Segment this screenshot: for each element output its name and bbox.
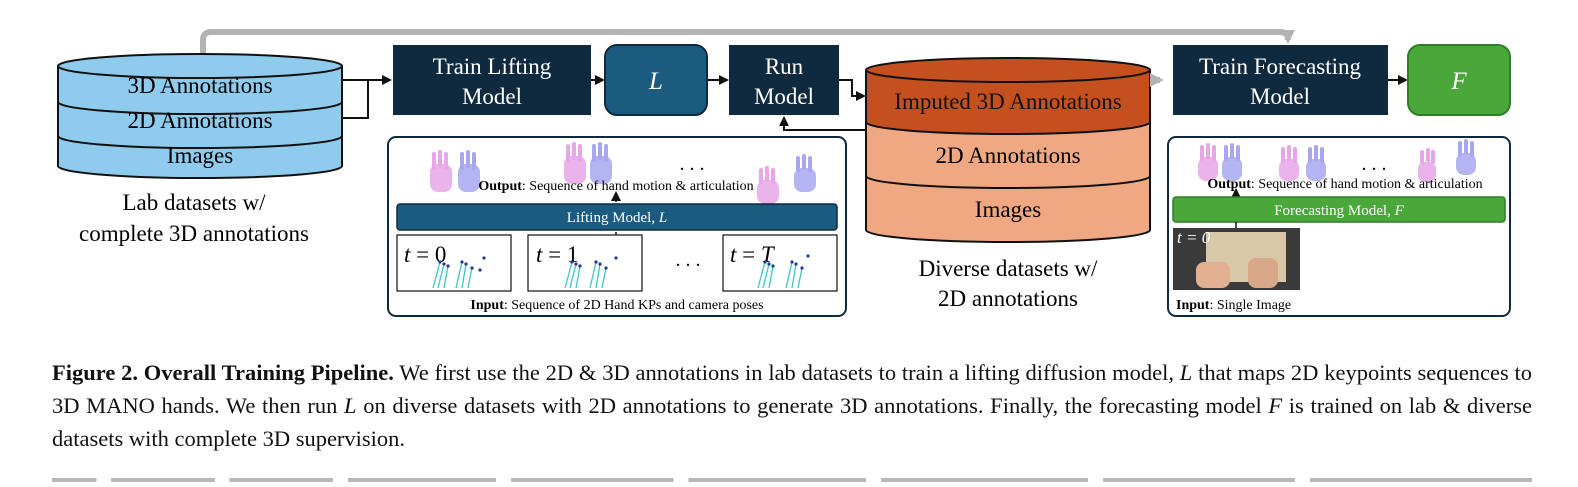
train-lifting-box: Train Lifting Model — [393, 45, 591, 115]
forecasting-frame-label: t = 0 — [1177, 228, 1211, 247]
lab-datasets-cylinder: 3D Annotations 2D Annotations Images — [57, 53, 343, 179]
lifting-model-L: L — [604, 44, 708, 116]
run-model-box: Run Model — [729, 45, 839, 115]
hand-blue-icon — [458, 150, 480, 192]
lab-datasets-caption-2: complete 3D annotations — [79, 221, 309, 246]
diverse-layer-2d: 2D Annotations — [935, 143, 1080, 168]
lab-layer-2d: 2D Annotations — [127, 108, 272, 133]
diverse-layer-images: Images — [975, 197, 1041, 222]
F-symbol: F — [1450, 68, 1467, 95]
lifting-output-dots: . . . — [680, 153, 705, 175]
run-model-line1: Run — [765, 54, 804, 79]
hand-blue-icon — [590, 142, 612, 184]
lab-layer-images: Images — [167, 143, 233, 168]
caption-part-4: is trained on lab & diverse datasets wit… — [52, 393, 1532, 451]
figure-caption: Figure 2. Overall Training Pipeline. We … — [52, 356, 1532, 455]
forecasting-model-bar — [1172, 196, 1506, 223]
forecasting-output-hands — [1198, 139, 1476, 182]
lifting-input-frame: t = T — [722, 234, 838, 292]
hand-blue-icon — [1306, 145, 1326, 181]
lab-2d-to-lifting-arrow — [342, 80, 369, 119]
run-model-line2: Model — [754, 84, 814, 109]
caption-symbol-F: F — [1268, 393, 1283, 418]
hand-blue-icon — [1456, 139, 1476, 175]
hand-blue-icon — [1222, 143, 1242, 181]
lifting-output-label: Output: Sequence of hand motion & articu… — [478, 179, 753, 194]
lifting-model-bar — [396, 203, 838, 231]
hand-pink-icon — [564, 142, 586, 184]
L-symbol: L — [648, 68, 663, 95]
diverse-layer-imputed: Imputed 3D Annotations — [894, 89, 1121, 114]
lifting-input-frame: t = 0 — [396, 234, 512, 292]
lab-layer-3d: 3D Annotations — [127, 73, 272, 98]
forecasting-output-label: Output: Sequence of hand motion & articu… — [1207, 177, 1482, 192]
lifting-frames-dots: . . . — [676, 249, 701, 271]
diverse-to-run-arrow — [779, 116, 866, 131]
diverse-datasets-caption-1: Diverse datasets w/ — [919, 256, 1098, 281]
diverse-datasets-caption-2: 2D annotations — [938, 286, 1078, 311]
lifting-input-frame: t = 1 — [527, 234, 643, 292]
hand-pink-icon — [1279, 145, 1299, 181]
hand-pink-icon — [430, 150, 452, 192]
hand-pink-icon — [757, 166, 779, 204]
train-lifting-line1: Train Lifting — [433, 54, 552, 79]
train-forecasting-line1: Train Forecasting — [1199, 54, 1362, 79]
caption-part-2: that maps 2D keypoints sequences to 3D M… — [52, 360, 1533, 418]
caption-part-3: on diverse datasets with 2D annotations … — [356, 393, 1269, 418]
forecasting-input-image: t = 0 — [1173, 228, 1300, 290]
train-forecasting-line2: Model — [1250, 84, 1310, 109]
lifting-input-label: Input: Sequence of 2D Hand KPs and camer… — [470, 298, 763, 313]
forecasting-input-label: Input: Single Image — [1176, 298, 1291, 313]
next-paragraph-cutoff — [52, 472, 1532, 486]
lifting-model-panel: . . . Output: Sequence of hand motion & … — [387, 136, 847, 317]
hand-blue-icon — [794, 154, 816, 192]
caption-part-1: We first use the 2D & 3D annotations in … — [393, 360, 1180, 385]
caption-symbol-L: L — [344, 393, 357, 418]
lifting-output-hands — [430, 142, 816, 204]
forecasting-model-F: F — [1407, 44, 1511, 116]
svg-text:t = 0: t = 0 — [404, 242, 446, 267]
lifting-model-bar-label: Lifting Model, L — [567, 210, 667, 226]
run-to-diverse-arrow — [839, 79, 866, 101]
hand-pink-icon — [1418, 148, 1436, 182]
caption-symbol-L: L — [1179, 360, 1193, 385]
forecasting-model-panel: . . . Output: Sequence of hand motion & … — [1167, 136, 1511, 317]
diverse-datasets-cylinder: Imputed 3D Annotations 2D Annotations Im… — [865, 57, 1151, 243]
lab-datasets-caption-1: Lab datasets w/ — [122, 190, 266, 215]
forecasting-output-dots: . . . — [1362, 153, 1387, 175]
train-forecasting-box: Train Forecasting Model — [1173, 45, 1388, 115]
hand-pink-icon — [1198, 143, 1218, 181]
pipeline-figure: 3D Annotations 2D Annotations Images Lab… — [57, 29, 1511, 317]
svg-text:t = 1: t = 1 — [536, 242, 578, 267]
lab-to-forecasting-arrow — [200, 29, 1295, 58]
forecasting-model-bar-label: Forecasting Model, F — [1274, 203, 1404, 219]
train-lifting-line2: Model — [462, 84, 522, 109]
caption-lead: Figure 2. Overall Training Pipeline. — [52, 360, 394, 385]
